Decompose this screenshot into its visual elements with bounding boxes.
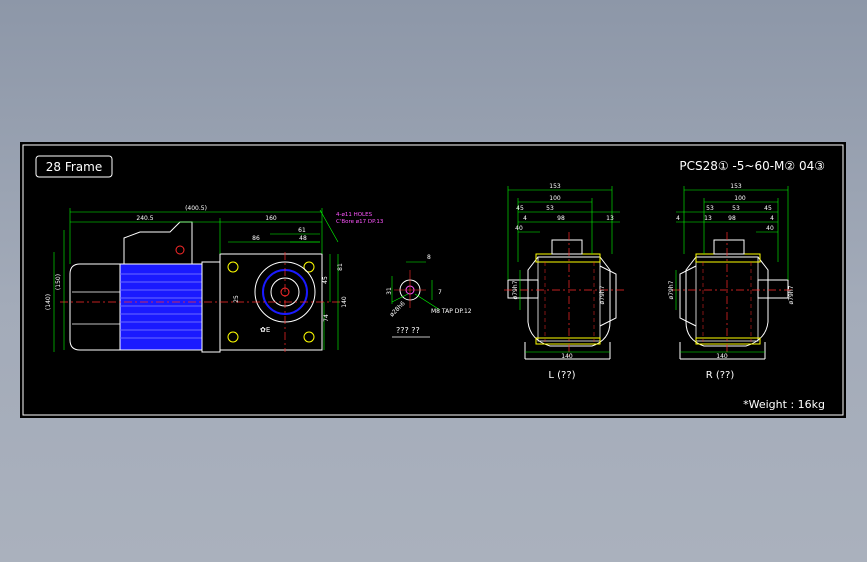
dim-140a: (140) [45,294,52,310]
drawing-canvas: 28 Frame PCS28① -5~60-M② 04③ ✿ [22,144,844,416]
dim-140: 140 [341,296,348,308]
frame-label: 28 Frame [46,160,102,174]
rv-dim-153: 153 [730,183,742,190]
holes-note-1: 4-ø11 HOLES [336,212,373,218]
motor-fan-cover [69,263,121,351]
dim-25: 25 [233,295,240,303]
lv-dim-140: 140 [561,353,573,360]
terminal-box [123,221,193,264]
rv-dim-140: 140 [716,353,728,360]
motor-body [119,263,203,351]
lv-pcd-2: ø79h7 [599,285,606,304]
weight-label: *Weight : 16kg [743,398,825,411]
dim-gear: 160 [265,215,277,222]
rv-pcd: ø79h7 [668,280,675,299]
shaft-detail: 8 7 31 ø28h6 M8 TAP DP.12 ??? ?? [386,254,472,338]
rv-pcd-2: ø79h7 [788,285,795,304]
rv-dim-53: 53 [706,205,714,212]
lv-dim-53: 53 [546,205,554,212]
brand-logo: ✿E [260,326,270,334]
right-view-label: R (??) [706,370,735,381]
lv-dim-13: 13 [606,215,614,222]
lv-pcd: ø79h7 [512,280,519,299]
dim-61: 61 [298,227,306,234]
dim-overall: (400.5) [185,205,207,212]
model-code: PCS28① -5~60-M② 04③ [679,159,825,173]
side-view: ✿E (400.5) 240.5 160 86 61 [45,205,384,353]
dim-74: 74 [323,314,330,322]
dim-48: 48 [299,235,307,242]
shaft-dim-8: 8 [427,254,431,261]
lv-dim-153: 153 [549,183,561,190]
right-view: 153 100 53 53 45 4 13 98 4 40 140 ø79h7 … [668,183,795,381]
rv-dim-100: 100 [734,195,746,202]
sheet-border [22,144,844,416]
lv-dim-40: 40 [515,225,523,232]
motor-fins [120,273,202,339]
right-view-shaft [757,279,789,299]
left-view-label: L (??) [548,370,575,381]
shaft-dim-31: 31 [386,287,393,295]
dim-motor: 240.5 [136,215,153,222]
frame-label-box: 28 Frame [35,155,113,178]
rv-dim-4b: 4 [770,215,774,222]
drawing-sheet: 28 Frame PCS28① -5~60-M② 04③ ✿ [20,142,846,418]
rv-dim-4: 4 [676,215,680,222]
rv-dim-45: 45 [764,205,772,212]
shaft-dia: ø28h6 [388,300,406,318]
holes-note-2: C'Bore ø17 DP.13 [336,219,384,225]
right-view-housing [685,256,769,347]
lv-dim-100: 100 [549,195,561,202]
lv-dim-45: 45 [516,205,524,212]
dim-150: (150) [55,274,62,290]
rv-dim-98: 98 [728,215,736,222]
shaft-dim-7: 7 [438,289,442,296]
shaft-tap: M8 TAP DP.12 [431,308,472,315]
rv-dim-53b: 53 [732,205,740,212]
dim-81: 81 [337,263,344,271]
left-view: 153 100 45 53 4 98 13 40 140 ø79h7 ø79h7… [504,183,624,381]
dim-86: 86 [252,235,260,242]
rv-dim-40: 40 [766,225,774,232]
lv-dim-98: 98 [557,215,565,222]
lv-dim-4: 4 [523,215,527,222]
rv-dim-13: 13 [704,215,712,222]
left-view-housing [527,256,611,347]
shaft-caption: ??? ?? [396,326,420,335]
dim-45: 45 [322,276,329,284]
